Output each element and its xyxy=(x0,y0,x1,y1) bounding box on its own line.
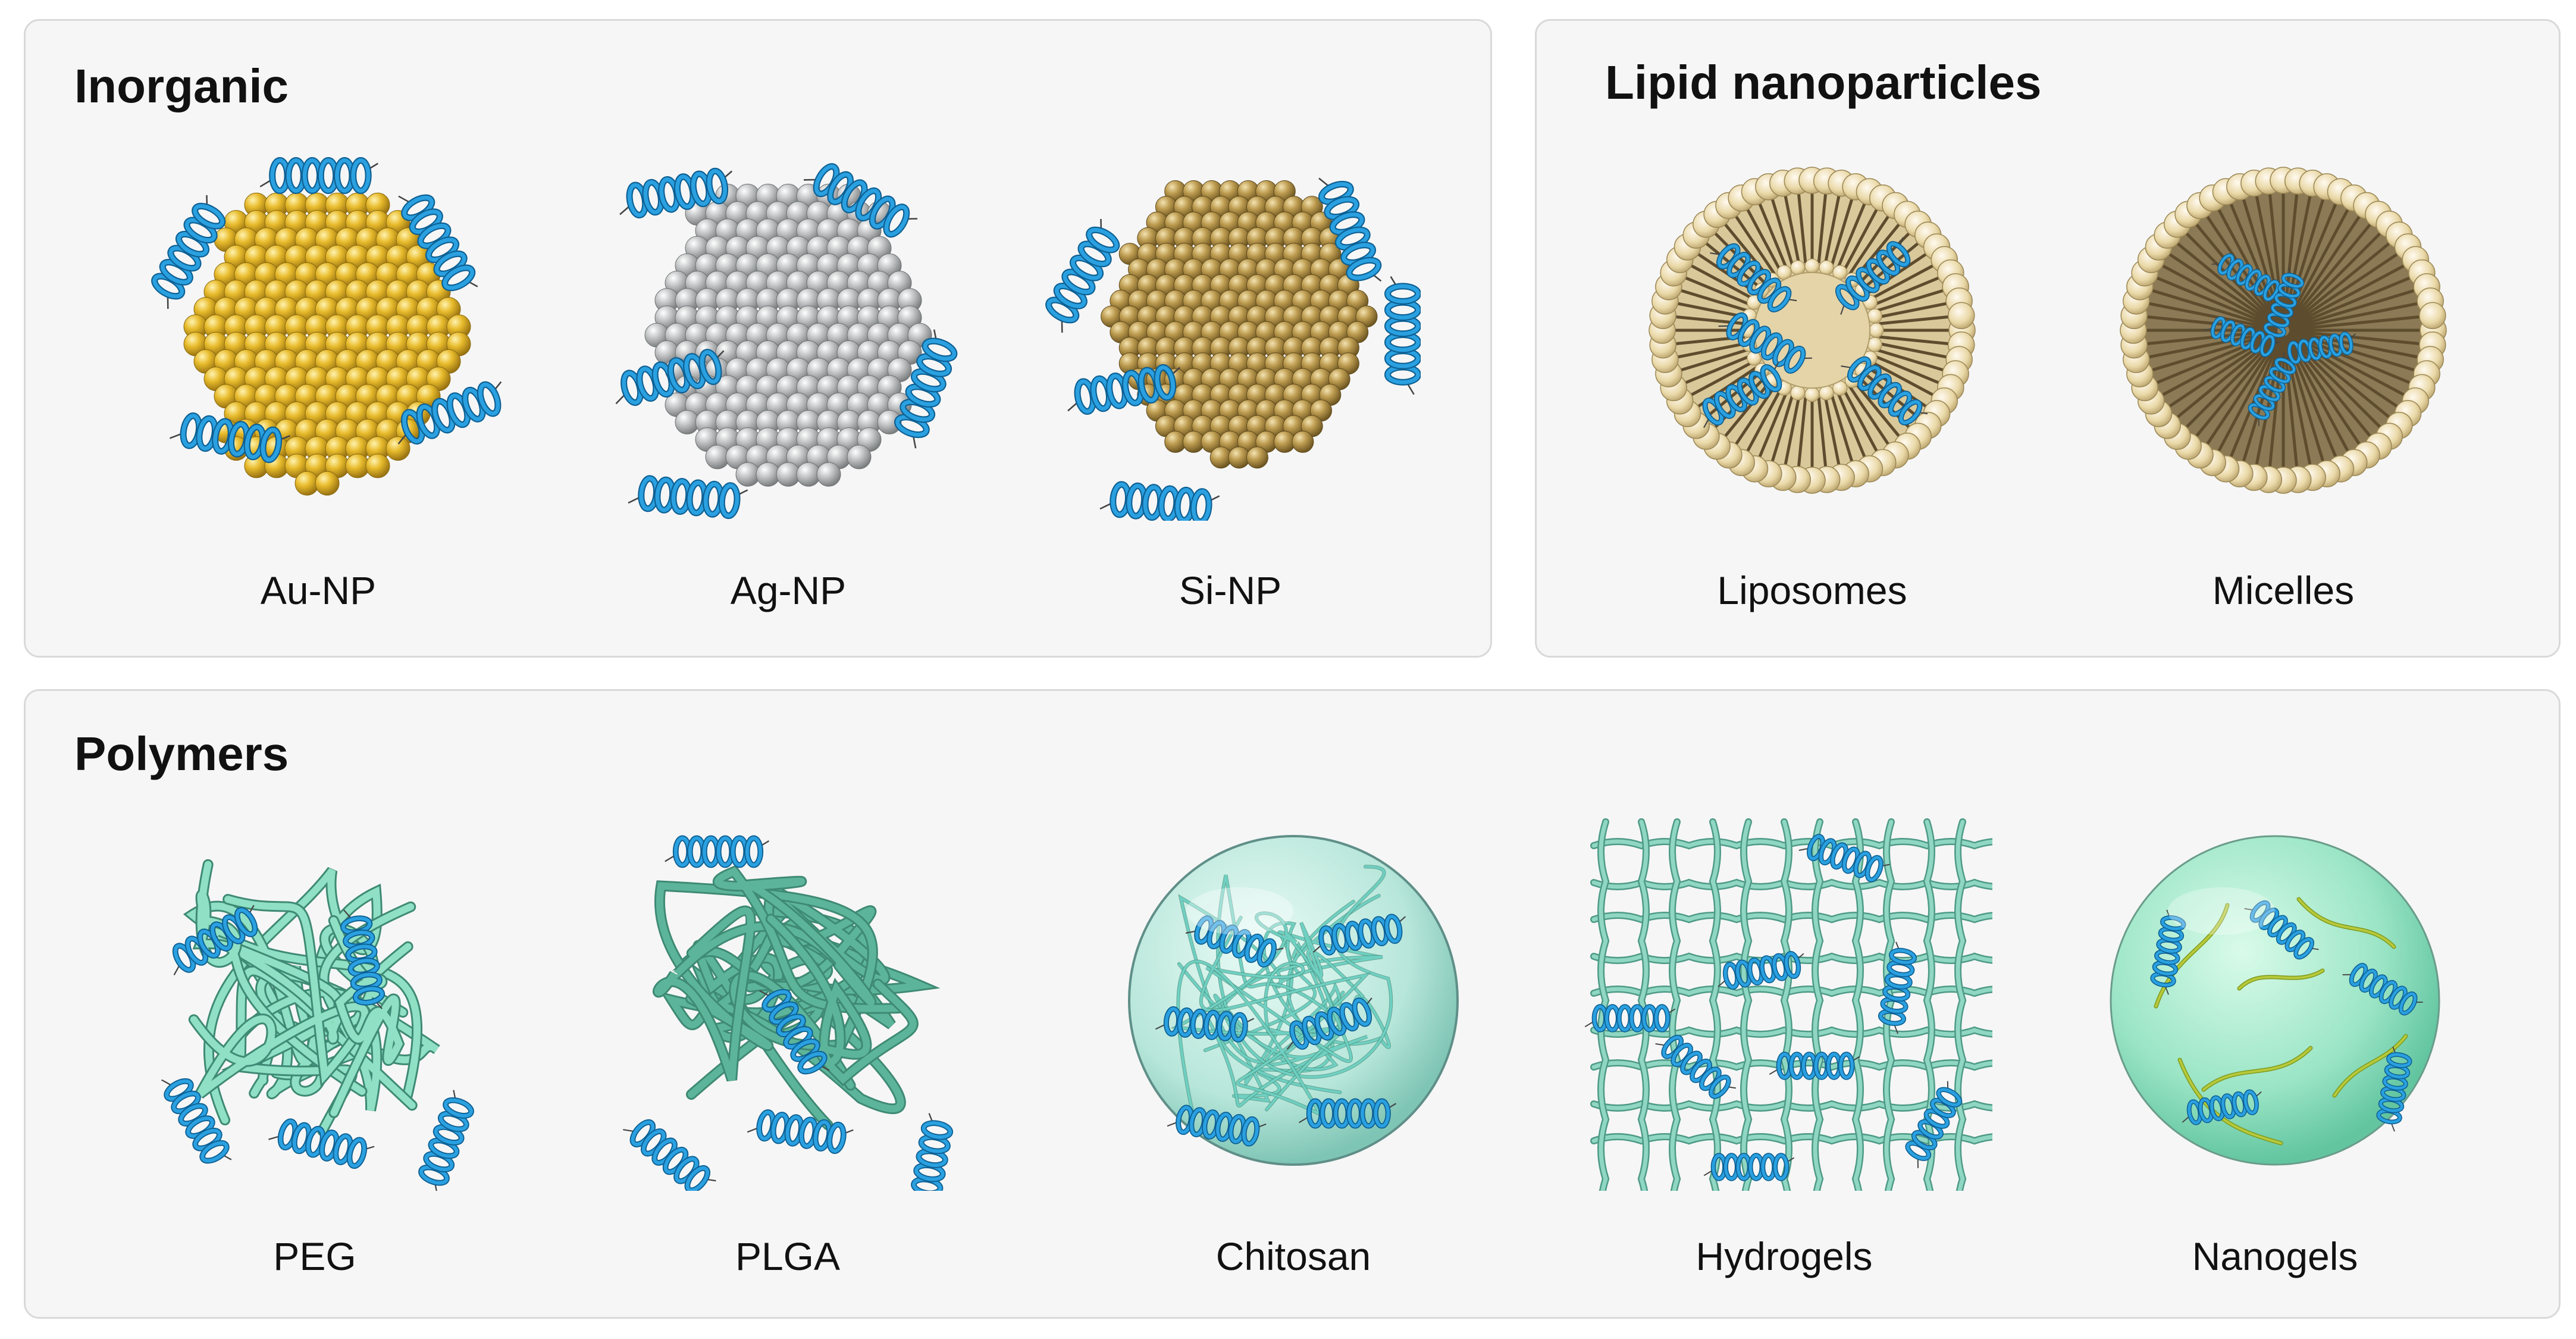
au-np-label: Au-NP xyxy=(260,568,377,612)
chitosan-item: Chitosan xyxy=(1103,810,1484,1276)
lipid-panel: Lipid nanoparticles Liposomes Micelles xyxy=(1535,19,2561,658)
nanogels-item: Nanogels xyxy=(2085,810,2465,1276)
nanogel-sphere-icon xyxy=(2110,835,2440,1166)
polymers-panel: Polymers PEG PLGA Chitosan Hydrogels xyxy=(24,689,2561,1319)
micelle-icon xyxy=(2120,167,2447,494)
liposomes-label: Liposomes xyxy=(1717,568,1907,612)
si-np-item: Si-NP xyxy=(1040,140,1421,610)
au-np-item: Au-NP xyxy=(128,140,509,610)
peg-polymer-icon xyxy=(161,859,474,1191)
hydrogels-label: Hydrogels xyxy=(1696,1234,1873,1278)
plga-polymer-icon xyxy=(623,835,954,1191)
plga-label: PLGA xyxy=(735,1234,841,1278)
inorganic-title: Inorganic xyxy=(74,60,289,112)
hydrogel-network-icon xyxy=(1584,818,1992,1191)
micelles-label: Micelles xyxy=(2212,568,2355,612)
micelles-item: Micelles xyxy=(2093,164,2474,610)
silver-nanoparticle-icon xyxy=(615,163,958,520)
silica-nanoparticle-icon xyxy=(1045,177,1421,521)
inorganic-panel: Inorganic Au-NP Ag-NP Si-NP xyxy=(24,19,1492,658)
ag-np-item: Ag-NP xyxy=(598,140,979,610)
peg-item: PEG xyxy=(124,810,505,1276)
plga-item: PLGA xyxy=(597,810,978,1276)
nanogels-label: Nanogels xyxy=(2192,1234,2358,1278)
liposome-icon xyxy=(1649,167,1976,494)
liposomes-item: Liposomes xyxy=(1622,164,2002,610)
polymers-title: Polymers xyxy=(74,727,289,780)
si-np-label: Si-NP xyxy=(1179,568,1282,612)
lipid-title: Lipid nanoparticles xyxy=(1605,56,2042,109)
chitosan-label: Chitosan xyxy=(1215,1234,1371,1278)
chitosan-sphere-icon xyxy=(1128,835,1459,1166)
hydrogels-item: Hydrogels xyxy=(1584,810,1992,1276)
peg-label: PEG xyxy=(273,1234,356,1278)
gold-nanoparticle-icon xyxy=(151,157,502,496)
ag-np-label: Ag-NP xyxy=(730,568,847,612)
